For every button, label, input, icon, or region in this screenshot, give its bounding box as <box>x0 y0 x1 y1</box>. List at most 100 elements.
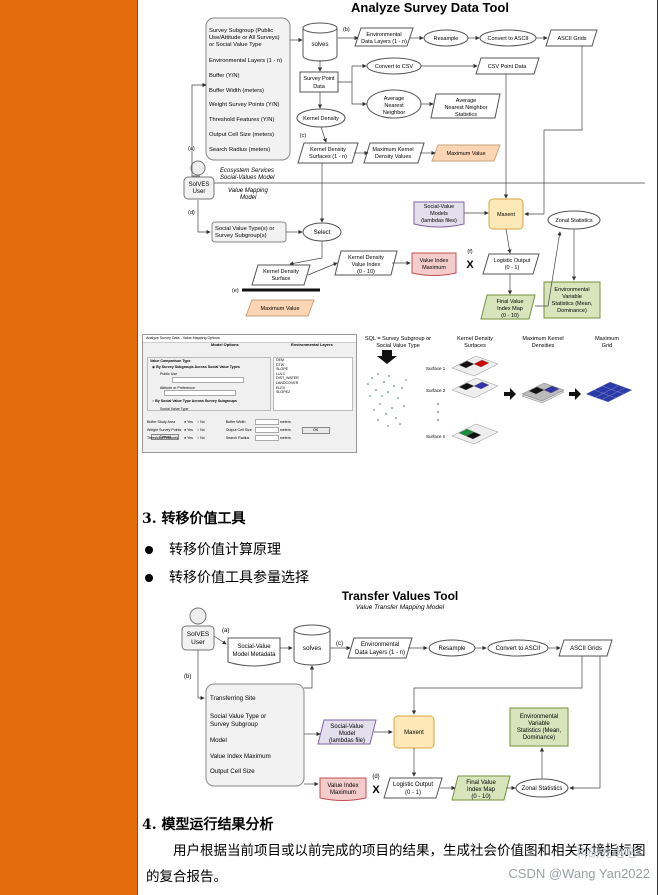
value-mapping-options-dialog: Analyze Survey Data - Value Mapping Opti… <box>142 334 357 453</box>
public-use-row: Public Use <box>160 372 258 383</box>
weight-points-label: Weight Survey Points <box>147 428 182 432</box>
yes-radio[interactable]: ● Yes <box>184 435 193 440</box>
logistic-output-shape <box>383 777 443 799</box>
avg-nn-text: Neighbor <box>383 110 405 116</box>
kd-surface-text: Surface <box>272 276 291 282</box>
search-radius-input[interactable] <box>254 435 279 441</box>
input-line: Social Value Type or <box>210 713 266 720</box>
sv-models-shape <box>413 201 465 228</box>
inputs-box <box>205 17 291 161</box>
radio-value-types[interactable]: ○ By Social Value Type Across Survey Sub… <box>152 399 270 404</box>
col-max-text: Densities <box>532 343 555 349</box>
convert-ascii-text: Convert to ASCII <box>488 36 529 42</box>
evs-text: Environmental <box>520 714 558 720</box>
convert-csv-text: Convert to CSV <box>375 64 414 70</box>
survey-point-text: Survey Point <box>303 76 335 82</box>
surface-labels: Surface 1 Surface 2 Surface n <box>426 366 446 439</box>
bullet-text: 转移价值计算原理 <box>169 542 281 558</box>
svg-text:SolVES: SolVES <box>187 631 210 638</box>
radio-subgroups[interactable]: ◉ By Survey Subgroups Across Social Valu… <box>152 365 270 370</box>
no-radio[interactable]: ○ No <box>196 419 205 424</box>
ascii-grids-shape <box>558 639 613 657</box>
final-map-text: (0 - 10) <box>471 794 490 800</box>
max-density-stack <box>521 382 565 404</box>
layer-item[interactable]: DEM <box>276 358 284 362</box>
kdvi-text: Kernel Density <box>348 255 384 261</box>
input-line: Transferring Site <box>210 695 256 702</box>
inputs-list: Survey Subgroup (Public Use/Attitude or … <box>209 28 282 153</box>
input-line: Output Cell Size (meters) <box>209 132 274 138</box>
input-line: Output Cell Size <box>210 768 255 775</box>
no-radio[interactable]: ○ No <box>196 428 205 432</box>
value-comparison-label: Value Comparison Type <box>150 359 191 363</box>
bullet-item: 转移价值工具参量选择 <box>145 567 309 587</box>
evs-text: Variable <box>562 294 582 300</box>
logistic-output-shape <box>482 253 540 275</box>
yes-radio[interactable]: ● Yes <box>184 419 193 424</box>
buffer-width-input[interactable] <box>254 419 279 425</box>
logistic-text: Logistic Output <box>393 782 433 788</box>
final-map-text: (0 - 10) <box>501 313 519 319</box>
evs-text: Dominance) <box>523 735 555 741</box>
label-d: (d) <box>372 774 379 780</box>
layer-item[interactable]: SLOPE2 <box>276 390 290 395</box>
section3-heading: 3. 转移价值工具 <box>142 511 246 527</box>
label-c: (c) <box>336 641 343 647</box>
env-layers-text: Data Layers (1 - n) <box>361 39 407 45</box>
final-map-shape <box>480 294 536 320</box>
env-var-stats-box <box>509 707 569 747</box>
max-value-text: Maximum Value <box>446 151 485 157</box>
survey-points-scatter <box>367 373 407 427</box>
layer-item[interactable]: LULC <box>276 371 286 376</box>
col-max-text: Maximum Kernel <box>522 336 563 342</box>
svg-text:User: User <box>191 639 206 646</box>
no-radio[interactable]: ○ No <box>196 435 205 440</box>
env-layers-text: Environmental <box>361 642 399 648</box>
max-value2-text: Maximum Value <box>260 306 299 312</box>
col-kd-text: Surfaces <box>464 343 486 349</box>
layer-item[interactable]: DTW <box>276 362 285 367</box>
input-line: Survey Subgroup (Public <box>209 28 273 34</box>
label-a: (a) <box>188 146 195 152</box>
kd-surface-text: Kernel Density <box>263 269 299 275</box>
cancel-button[interactable]: Cancel <box>151 433 179 441</box>
vim-text: Maximum <box>330 790 356 796</box>
layer-item[interactable]: DIST_WATER <box>276 376 299 381</box>
env-layers-shape <box>347 637 413 659</box>
eco-services-text: Ecosystem Services <box>220 168 274 174</box>
ok-button[interactable]: OK <box>301 427 330 434</box>
dialog-titlebar: Analyze Survey Data - Value Mapping Opti… <box>143 335 356 343</box>
label-a: (a) <box>222 628 229 634</box>
env-layers-text: Environmental <box>366 32 401 38</box>
threshold-label: Threshold Features <box>147 435 179 440</box>
public-use-select[interactable] <box>172 376 244 383</box>
svg-text:SolVES: SolVES <box>189 182 210 188</box>
env-var-stats-box <box>543 281 601 319</box>
layer-item[interactable]: ELEV <box>276 385 286 390</box>
avg-nn-stats-text: Average <box>456 98 476 104</box>
value-index-max-shape <box>319 777 367 801</box>
col-grid-text: Maximum <box>595 336 619 342</box>
layers-list[interactable]: DEM DTW SLOPE LULC DIST_WATER LANDCOVER … <box>273 357 353 411</box>
svt-label: Social Value Type <box>160 406 189 411</box>
sv-models-text: Models <box>430 211 448 217</box>
input-line: Model <box>210 737 227 744</box>
csv-point-data-text: CSV Point Data <box>488 64 527 70</box>
layer-item[interactable]: LANDCOVER <box>276 380 299 385</box>
sv-model-text: Model <box>339 731 355 737</box>
logistic-text: (0 - 1) <box>405 790 421 796</box>
attitude-select[interactable] <box>164 390 236 397</box>
input-line: or Social Value Type <box>209 42 262 48</box>
ellipsis-dots <box>437 403 439 421</box>
kd-surfaces-text: Surfaces (1 - n) <box>309 154 347 160</box>
output-cell-input[interactable] <box>254 427 279 434</box>
csdn-watermark: CSDN @Wang Yan2022 <box>508 866 650 881</box>
layer-item[interactable]: SLOPE <box>276 367 288 372</box>
yes-radio[interactable]: ● Yes <box>184 428 193 432</box>
label-d: (d) <box>188 210 195 216</box>
buffer-width-label: Buffer Width <box>225 419 246 424</box>
wechat-watermark: 科研充电吧 <box>575 846 636 860</box>
diagram-title: Transfer Values Tool <box>342 589 458 603</box>
transfer-values-diagram: Transfer Values Tool Value Transfer Mapp… <box>181 589 613 801</box>
input-line: Search Radius (meters) <box>209 147 270 153</box>
